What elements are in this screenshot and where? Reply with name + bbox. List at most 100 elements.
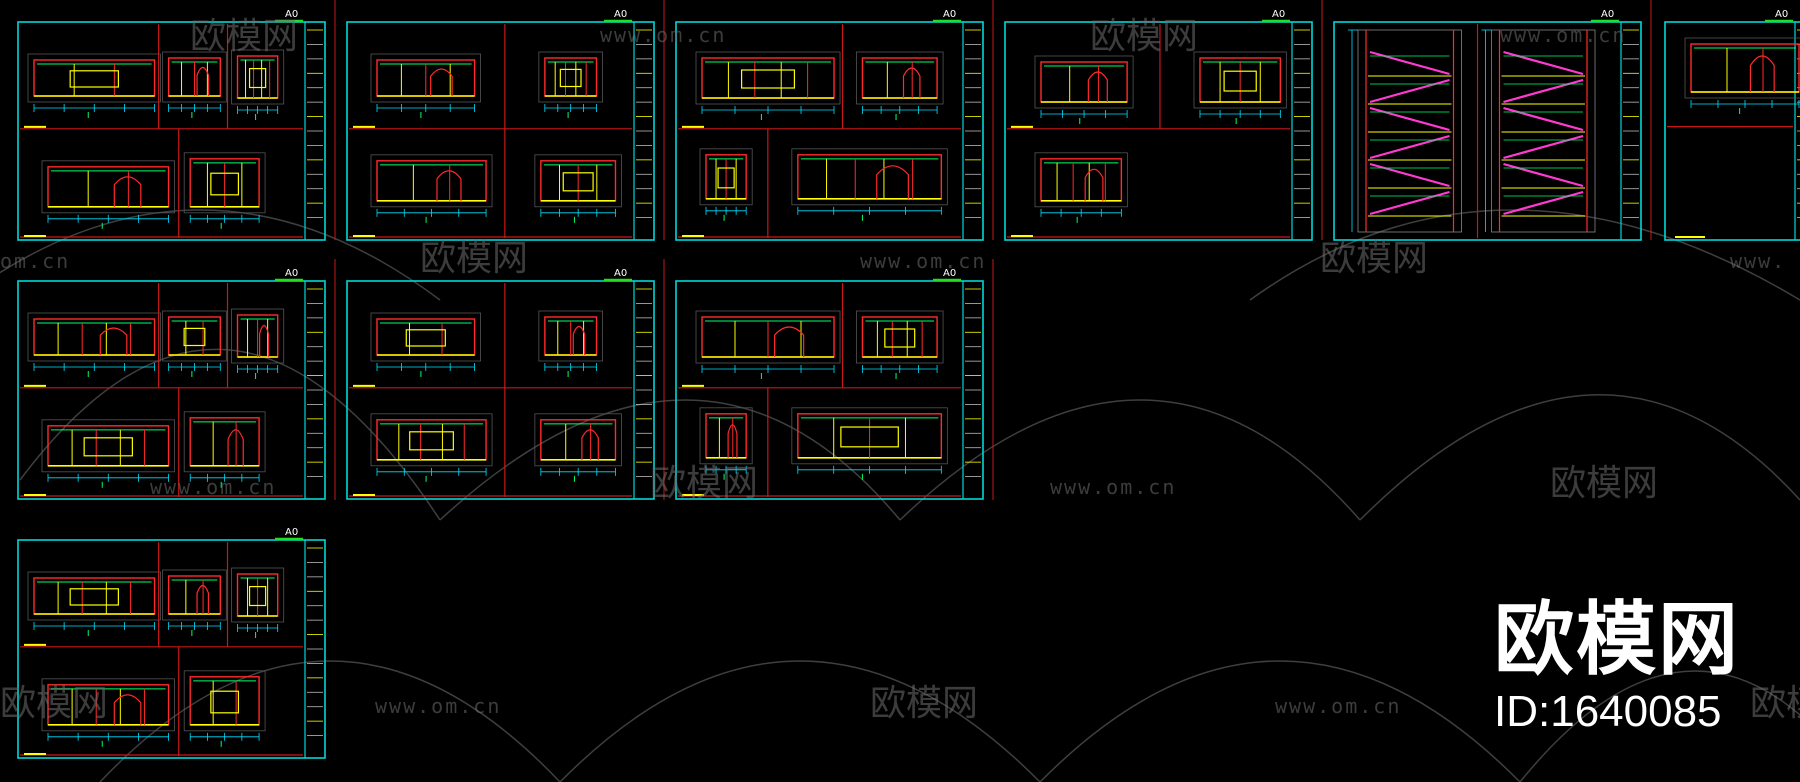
panel-frame (183, 327, 206, 347)
elevation-border (1684, 37, 1800, 99)
arch-opening (902, 67, 921, 98)
watermark-url: www.om.cn (600, 23, 726, 47)
elevation-drawing (370, 413, 493, 482)
watermark-url: www.om.cn (1050, 475, 1176, 499)
elevation-drawing (1034, 152, 1128, 223)
elevation-drawing (231, 567, 285, 638)
panel-frame (83, 437, 133, 457)
elevation-border (856, 310, 944, 364)
watermark-url: www.om.cn (375, 694, 501, 718)
panel-frame (840, 426, 899, 448)
sheet-label: A0 (1775, 9, 1788, 20)
elevation-drawing (183, 152, 266, 229)
stair-section-frame (1491, 29, 1596, 233)
panel-frame (210, 172, 240, 196)
elevation-drawing (41, 160, 175, 229)
elevation-drawing (534, 413, 622, 482)
elevation-border (183, 670, 266, 732)
drawing-sheet: A0 (675, 268, 984, 500)
panel-frame (717, 167, 735, 189)
elevation-border (231, 567, 285, 623)
elevation-border (162, 51, 227, 103)
elevation-border (27, 53, 161, 103)
drawing-sheet: A0 (17, 268, 326, 500)
watermark-brand: 欧模网 (1750, 683, 1800, 724)
drawing-sheet: A0 (675, 9, 984, 241)
sheet-frame (346, 21, 655, 241)
elevation-drawing (162, 569, 227, 636)
elevation-border (41, 419, 175, 473)
elevation-drawing (183, 670, 266, 747)
watermark-url: www.om.cn (860, 249, 986, 273)
elevation-border (695, 310, 841, 364)
drawing-sheet: A0 (346, 268, 655, 500)
sheet-frame (17, 280, 326, 500)
sheet-frame (675, 21, 984, 241)
elevation-border (856, 51, 944, 105)
elevation-border (41, 160, 175, 214)
drawing-sheet: A0 (1004, 9, 1313, 241)
elevation-border (1193, 51, 1287, 109)
watermark-brand: 欧模网 (1090, 16, 1198, 57)
panel-frame (69, 588, 119, 606)
elevation-border (231, 49, 285, 105)
watermark-brand: 欧模网 (1550, 463, 1658, 504)
elevation-border (183, 411, 266, 473)
elevation-border (162, 569, 227, 621)
sheet-frame (675, 280, 984, 500)
elevation-border (183, 152, 266, 214)
panel-frame (248, 585, 267, 607)
drawing-sheet: A0 (346, 9, 655, 241)
elevation-drawing (27, 312, 161, 377)
panel-frame (562, 172, 594, 192)
sheet-frame (1004, 21, 1313, 241)
arch-opening (227, 429, 244, 466)
drawing-sheet: A0 (17, 527, 326, 759)
watermark-url: www.om.cn (150, 475, 276, 499)
elevation-border (231, 308, 285, 364)
elevation-border (538, 51, 603, 103)
sheet-label: A0 (285, 268, 298, 279)
sheet-frame (1333, 21, 1642, 241)
sheet-label: A0 (1601, 9, 1614, 20)
sheet-frame (346, 280, 655, 500)
elevation-drawing (370, 154, 493, 223)
sheet-label: A0 (1272, 9, 1285, 20)
elevation-drawing (699, 148, 753, 221)
stair-section-frame (1357, 29, 1462, 233)
sheet-frame (1664, 21, 1800, 241)
panel-frame (248, 67, 267, 89)
elevation-drawing (27, 53, 161, 118)
sheet-label: A0 (614, 268, 627, 279)
arch-opening (430, 68, 453, 96)
arch-opening (436, 170, 462, 201)
elevation-border (370, 53, 481, 103)
arch-opening (113, 694, 142, 725)
elevation-drawing (41, 678, 175, 747)
drawing-sheet: A0 (1333, 9, 1642, 241)
panel-frame (69, 70, 119, 88)
sheet-frame (17, 539, 326, 759)
watermark-brand: 欧模网 (420, 238, 528, 279)
drawing-sheet: A0 (17, 9, 326, 241)
elevation-drawing (162, 51, 227, 118)
panel-frame (884, 328, 916, 348)
elevation-drawing (856, 51, 944, 120)
watermark-brand: 欧模网 (190, 16, 298, 57)
elevation-border (370, 154, 493, 208)
elevation-border (1034, 55, 1134, 109)
elevation-drawing (856, 310, 944, 379)
sheet-label: A0 (943, 9, 956, 20)
sheet-label: A0 (285, 527, 298, 538)
elevation-drawing (370, 53, 481, 118)
elevation-drawing (231, 308, 285, 379)
elevation-border (370, 413, 493, 467)
arch-opening (727, 424, 738, 458)
elevation-border (695, 51, 841, 105)
elevation-border (1034, 152, 1128, 208)
elevation-border (538, 310, 603, 362)
panel-frame (1223, 70, 1257, 92)
elevation-border (27, 312, 161, 362)
elevation-border (370, 312, 481, 362)
